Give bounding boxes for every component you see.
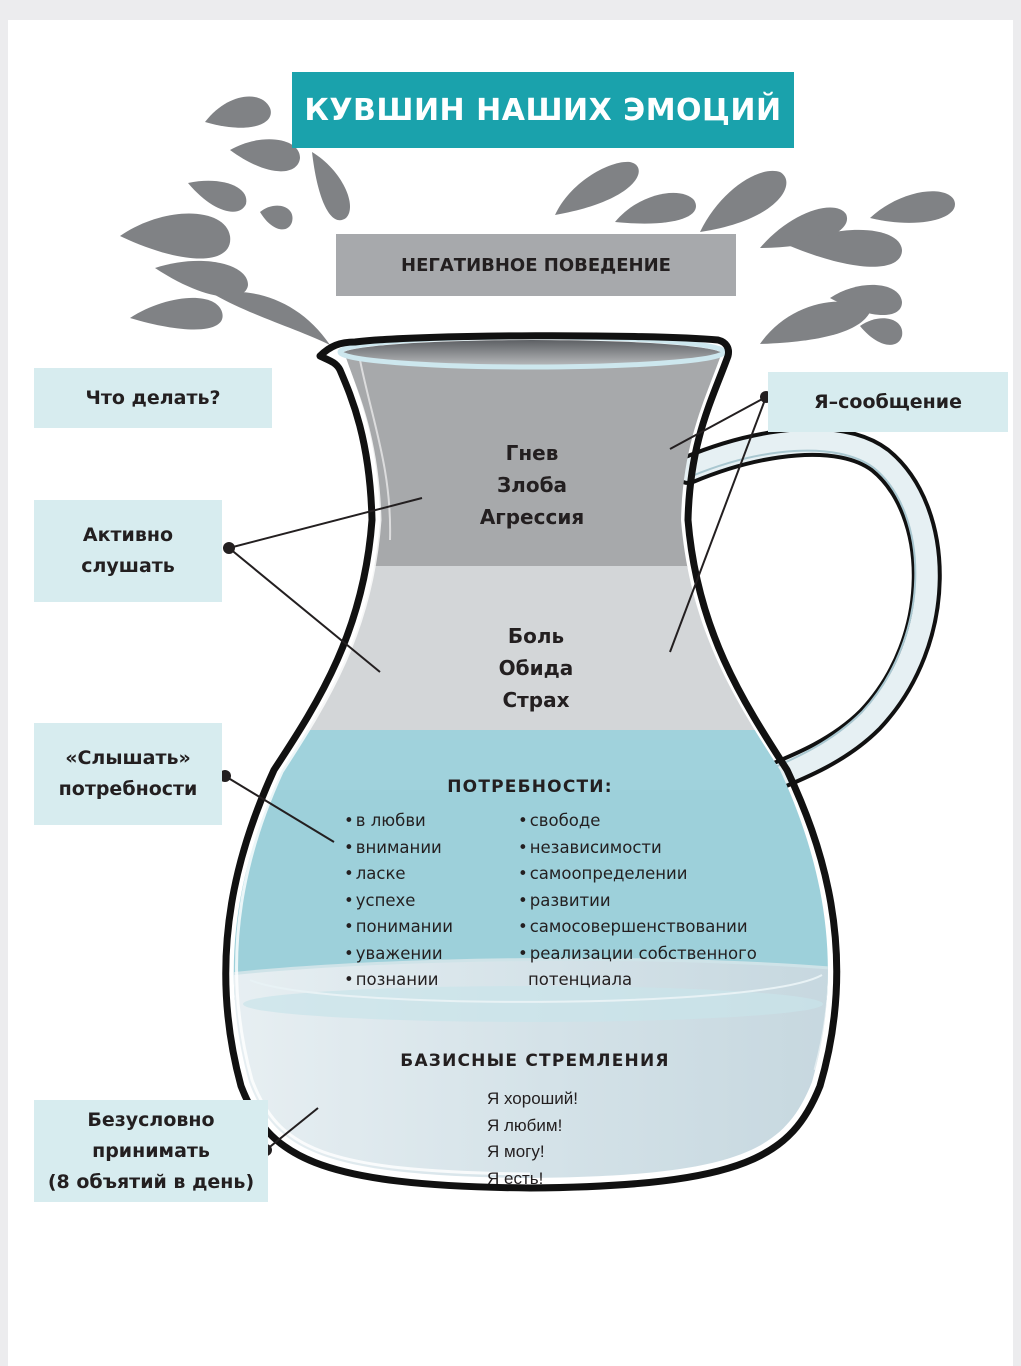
drop-2 — [230, 139, 300, 172]
emotion-word: Боль — [507, 624, 565, 648]
accept-line: принимать — [92, 1139, 210, 1162]
active-listen-label: Активно слушать — [34, 500, 222, 602]
need-item: независимости — [518, 835, 757, 862]
need-item: успехе — [344, 888, 453, 915]
emotion-word: Страх — [502, 688, 570, 712]
basics-layer — [233, 959, 828, 1178]
jug-outline — [222, 332, 841, 1192]
need-item-continuation: потенциала — [528, 970, 633, 989]
emotion-word: Злоба — [496, 473, 568, 497]
drop-8 — [312, 152, 351, 221]
need-item: самоопределении — [518, 861, 757, 888]
accept-label: Безусловно принимать (8 объятий в день) — [34, 1100, 268, 1202]
basic-item: Я любим! — [487, 1115, 563, 1135]
need-item: понимании — [344, 914, 453, 941]
need-item: в любви — [344, 808, 453, 835]
needs-heading: ПОТРЕБНОСТИ: — [447, 777, 613, 797]
connector-lines — [224, 396, 767, 1151]
drop-3 — [188, 180, 247, 212]
drop-1 — [205, 96, 271, 128]
connector-needs — [224, 775, 335, 843]
basic-item: Я могу! — [487, 1142, 545, 1161]
drop-10 — [555, 161, 639, 215]
emotion-word: Обида — [498, 656, 574, 680]
splash-drops — [120, 96, 955, 345]
basic-item: Я хороший! — [487, 1089, 579, 1108]
needs-list-right: свободе независимости самоопределении ра… — [518, 808, 757, 994]
drop-11 — [615, 192, 696, 224]
what-to-do-label: Что делать? — [34, 368, 272, 428]
drop-16 — [830, 284, 902, 316]
connector-imessage-top — [669, 396, 767, 450]
connector-listen-top — [228, 497, 423, 549]
basics-list: Я хороший! Я любим! Я могу! Я есть! — [487, 1086, 578, 1192]
hear-needs-line: потребности — [58, 778, 198, 800]
anger-layer-text: Гнев Злоба Агрессия — [432, 437, 632, 533]
i-message-label: Я–сообщение — [768, 372, 1008, 432]
basics-heading: БАЗИСНЫЕ СТРЕМЛЕНИЯ — [400, 1051, 670, 1071]
accept-line: Безусловно — [87, 1108, 215, 1131]
connector-listen-bottom — [228, 547, 381, 673]
jug-handle — [673, 426, 942, 797]
drop-9 — [215, 292, 330, 345]
connector-accept — [265, 1107, 319, 1151]
active-listen-line: слушать — [81, 555, 175, 577]
drop-14 — [790, 229, 902, 267]
hear-needs-line: «Слышать» — [65, 747, 191, 769]
need-item: самосовершенствовании — [518, 914, 757, 941]
connector-imessage-bottom — [669, 396, 767, 653]
drop-7 — [260, 205, 293, 230]
pain-layer-text: Боль Обида Страх — [436, 620, 636, 716]
jug-opening — [342, 340, 722, 368]
drop-18 — [860, 318, 903, 345]
emotion-word: Гнев — [505, 441, 559, 465]
diagram-title: КУВШИН НАШИХ ЭМОЦИЙ — [292, 72, 794, 148]
drop-15 — [870, 191, 955, 223]
negative-behavior-label: НЕГАТИВНОЕ ПОВЕДЕНИЕ — [336, 234, 736, 296]
drop-4 — [120, 213, 231, 259]
drop-5 — [155, 260, 248, 297]
need-item: ласке — [344, 861, 453, 888]
need-item: познании — [344, 967, 453, 994]
need-item: развитии — [518, 888, 757, 915]
need-item: свободе — [518, 808, 757, 835]
i-message-text: Я–сообщение — [814, 390, 962, 413]
need-item: реализации собственного — [518, 941, 757, 968]
accept-line: (8 объятий в день) — [47, 1170, 255, 1193]
drop-6 — [130, 297, 223, 330]
needs-list-left: в любви внимании ласке успехе понимании … — [344, 808, 453, 994]
active-listen-line: Активно — [82, 524, 174, 546]
hear-needs-label: «Слышать» потребности — [34, 723, 222, 825]
what-to-do-text: Что делать? — [85, 386, 221, 409]
need-item: уважении — [344, 941, 453, 968]
basic-item: Я есть! — [487, 1168, 544, 1188]
need-item: внимании — [344, 835, 453, 862]
drop-12 — [700, 170, 787, 232]
emotion-word: Агрессия — [479, 505, 585, 529]
drop-17 — [760, 301, 870, 344]
